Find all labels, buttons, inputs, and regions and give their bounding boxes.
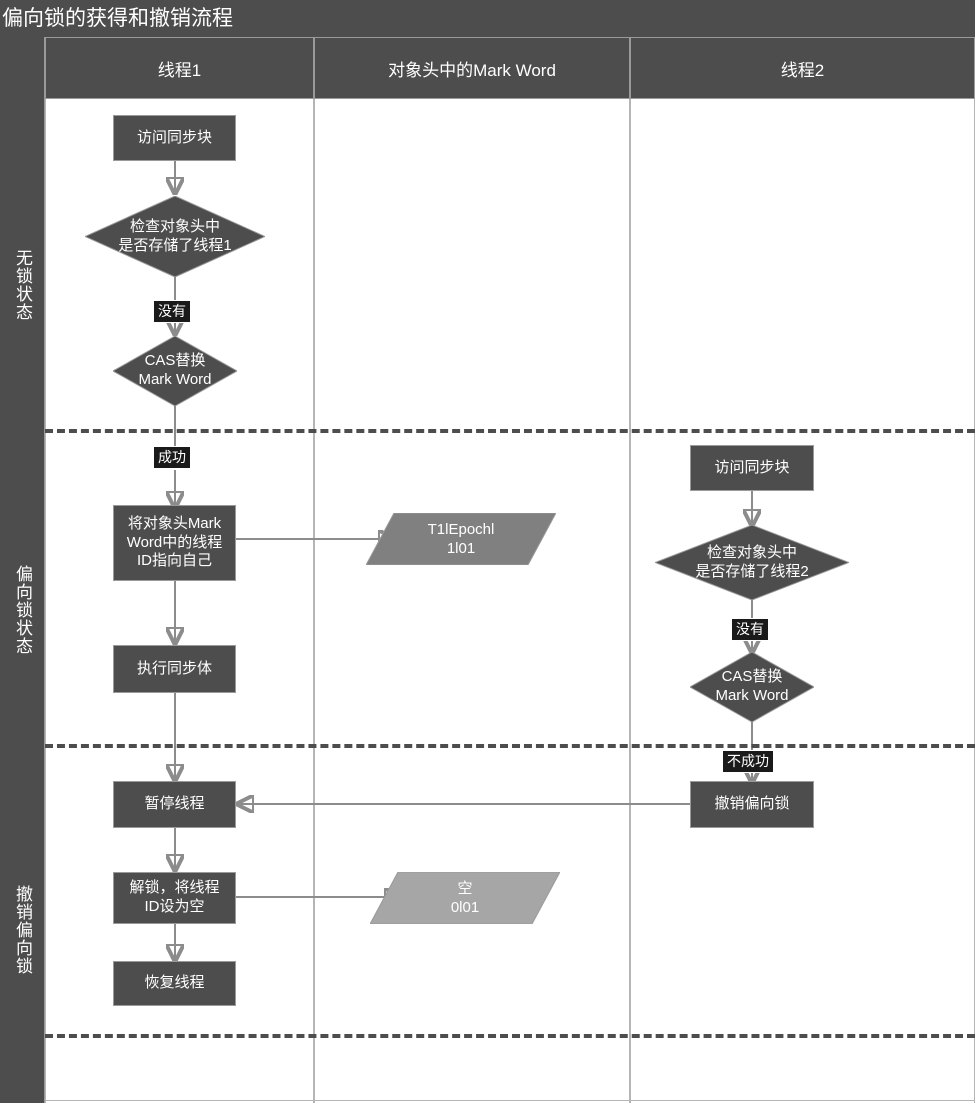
node-t1-check-markword[interactable]: 检查对象头中 是否存储了线程1 xyxy=(85,196,265,277)
state-label-unlocked: 无锁状态 xyxy=(13,249,32,321)
state-divider-1 xyxy=(45,429,975,433)
lane-header-markword-label: 对象头中的Mark Word xyxy=(388,60,556,80)
lane-header-thread2-label: 线程2 xyxy=(780,60,825,80)
edge-label-t1-none: 没有 xyxy=(153,300,191,323)
parallelogram-shape xyxy=(366,513,556,565)
node-mw-empty-markword-label: 空 0l01 xyxy=(450,879,480,917)
node-t2-cas-replace-label: CAS替换 Mark Word xyxy=(715,668,789,704)
node-mw-biased-markword-label: T1lEpochl 1l01 xyxy=(427,520,495,558)
node-t1-cas-replace-label: CAS替换 Mark Word xyxy=(138,352,212,388)
node-t1-access-sync-block[interactable]: 访问同步块 xyxy=(113,115,236,161)
diamond-shape xyxy=(690,652,814,722)
lane-body-markword xyxy=(314,99,630,1103)
state-divider-3 xyxy=(45,1034,975,1038)
node-t2-check-markword[interactable]: 检查对象头中 是否存储了线程2 xyxy=(655,525,849,600)
node-t1-execute-sync-body[interactable]: 执行同步体 xyxy=(113,645,236,693)
state-band xyxy=(0,37,45,1103)
lane-body-thread2 xyxy=(630,99,975,1103)
node-t1-point-thread-id[interactable]: 将对象头Mark Word中的线程 ID指向自己 xyxy=(113,505,236,581)
diamond-shape xyxy=(85,196,265,277)
state-label-biased: 偏向锁状态 xyxy=(13,565,32,655)
lane-header-thread2: 线程2 xyxy=(630,37,975,99)
node-t1-cas-replace[interactable]: CAS替换 Mark Word xyxy=(113,336,237,406)
diamond-shape xyxy=(113,336,237,406)
parallelogram-shape xyxy=(370,872,560,924)
page-title: 偏向锁的获得和撤销流程 xyxy=(0,0,975,37)
bottom-frame-line xyxy=(45,1100,975,1101)
node-mw-empty-markword[interactable]: 空 0l01 xyxy=(370,872,560,924)
diamond-shape xyxy=(655,525,849,600)
node-t1-pause-thread[interactable]: 暂停线程 xyxy=(113,781,236,828)
edge-label-t2-fail: 不成功 xyxy=(722,750,774,773)
node-t2-revoke-biased-lock[interactable]: 撤销偏向锁 xyxy=(690,781,814,828)
node-t2-check-markword-label: 检查对象头中 是否存储了线程2 xyxy=(695,543,809,580)
state-label-revoke: 撤销偏向锁 xyxy=(13,885,32,975)
node-t2-access-sync-block[interactable]: 访问同步块 xyxy=(690,445,814,491)
node-t2-cas-replace[interactable]: CAS替换 Mark Word xyxy=(690,652,814,722)
node-t1-check-markword-label: 检查对象头中 是否存储了线程1 xyxy=(118,217,232,254)
state-divider-2 xyxy=(45,744,975,748)
node-mw-biased-markword[interactable]: T1lEpochl 1l01 xyxy=(366,513,556,565)
node-t1-unlock-clear-id[interactable]: 解锁，将线程 ID设为空 xyxy=(113,872,236,924)
lane-header-thread1-label: 线程1 xyxy=(157,60,202,80)
edge-label-t1-success: 成功 xyxy=(153,446,191,469)
node-t1-resume-thread[interactable]: 恢复线程 xyxy=(113,961,236,1006)
lane-header-thread1: 线程1 xyxy=(45,37,314,99)
edge-label-t2-none: 没有 xyxy=(731,618,769,641)
lane-header-markword: 对象头中的Mark Word xyxy=(314,37,630,99)
